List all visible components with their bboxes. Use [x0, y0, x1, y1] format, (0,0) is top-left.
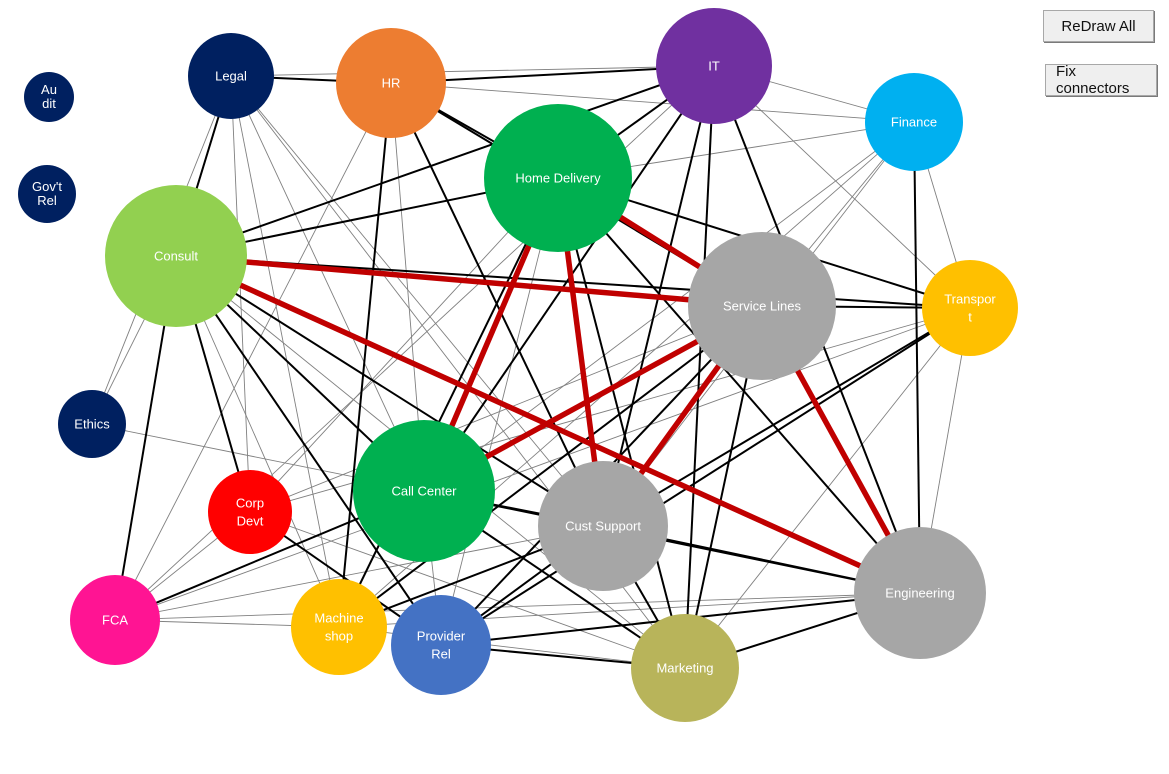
node-circle	[353, 420, 495, 562]
node-circle	[105, 185, 247, 327]
node-circle	[18, 165, 76, 223]
fix-connectors-button[interactable]: Fix connectors	[1045, 63, 1157, 97]
connector-hr-fca	[114, 82, 392, 621]
node-ethics[interactable]: Ethics	[58, 390, 126, 458]
connector-consult-providerrel	[175, 255, 442, 646]
connector-it-transport	[713, 65, 971, 309]
connector-legal-custsupport	[230, 75, 604, 527]
connector-legal-corpdevt	[230, 75, 251, 513]
connector-corpdevt-marketing	[249, 511, 686, 669]
connector-legal-machineshop	[230, 75, 340, 628]
connector-it-consult	[175, 65, 715, 257]
node-circle	[688, 232, 836, 380]
connector-finance-engineering	[913, 121, 921, 594]
node-label: t	[968, 310, 972, 325]
connector-fca-transport	[114, 307, 971, 621]
node-label: Cust Support	[565, 519, 641, 534]
node-circle	[208, 470, 292, 554]
node-circle	[58, 390, 126, 458]
node-callcenter[interactable]: Call Center	[353, 420, 495, 562]
node-transport[interactable]: Transpor t	[922, 260, 1018, 356]
node-label: Gov't	[32, 179, 62, 194]
node-label: Devt	[237, 514, 264, 529]
node-finance[interactable]: Finance	[865, 73, 963, 171]
connector-corpdevt-homedel	[249, 177, 559, 513]
node-servicelines[interactable]: Service Lines	[688, 232, 836, 380]
connector-servicelines-machineshop	[338, 305, 763, 628]
node-label: dit	[42, 96, 56, 111]
node-label: Rel	[37, 193, 57, 208]
node-label: Marketing	[656, 661, 713, 676]
node-label: shop	[325, 629, 353, 644]
node-circle	[291, 579, 387, 675]
node-label: Transpor	[944, 292, 996, 307]
node-machineshop[interactable]: Machine shop	[291, 579, 387, 675]
redraw-all-button[interactable]: ReDraw All	[1043, 10, 1154, 42]
node-it[interactable]: IT	[656, 8, 772, 124]
node-label: Engineering	[885, 586, 954, 601]
connector-legal-callcenter	[230, 75, 425, 492]
connector-corpdevt-servicelines	[249, 305, 763, 513]
connector-legal-it	[230, 65, 715, 77]
node-circle	[24, 72, 74, 122]
node-label: Finance	[891, 115, 937, 130]
node-label: Ethics	[74, 417, 110, 432]
connector-providerrel-homedel	[440, 177, 559, 646]
node-label: IT	[708, 59, 720, 74]
node-hr[interactable]: HR	[336, 28, 446, 138]
node-circle	[336, 28, 446, 138]
node-circle	[922, 260, 1018, 356]
node-legal[interactable]: Legal	[188, 33, 274, 119]
node-circle	[484, 104, 632, 252]
node-fca[interactable]: FCA	[70, 575, 160, 665]
node-consult[interactable]: Consult	[105, 185, 247, 327]
connector-hr-machineshop	[338, 82, 392, 628]
node-label: Rel	[431, 647, 451, 662]
node-label: Corp	[236, 496, 264, 511]
node-engineering[interactable]: Engineering	[854, 527, 986, 659]
node-label: Machine	[314, 611, 363, 626]
connector-homedel-marketing	[557, 177, 686, 669]
connector-homedel-engineering	[557, 177, 921, 594]
connector-consult-servicelines	[175, 253, 763, 309]
connector-it-marketing	[684, 65, 715, 669]
connector-transport-providerrel	[440, 307, 971, 646]
node-circle	[656, 8, 772, 124]
node-label: Home Delivery	[515, 171, 601, 186]
node-circle	[854, 527, 986, 659]
node-circle	[188, 33, 274, 119]
node-circle	[865, 73, 963, 171]
node-label: Legal	[215, 69, 247, 84]
node-label: Service Lines	[723, 299, 802, 314]
node-label: Au	[41, 82, 57, 97]
connector-hr-finance	[390, 82, 915, 123]
node-label: Call Center	[391, 484, 457, 499]
node-custsupport[interactable]: Cust Support	[538, 461, 668, 591]
node-marketing[interactable]: Marketing	[631, 614, 739, 722]
node-label: Provider	[417, 629, 466, 644]
node-homedel[interactable]: Home Delivery	[484, 104, 632, 252]
node-circle	[538, 461, 668, 591]
node-circle	[70, 575, 160, 665]
connector-homedel-machineshop	[338, 177, 559, 628]
node-label: Consult	[154, 249, 198, 264]
node-circle	[391, 595, 491, 695]
node-label: HR	[382, 76, 401, 91]
connector-custsupport-fca	[114, 525, 604, 621]
connector-fca-engineering	[114, 592, 921, 621]
node-circle	[631, 614, 739, 722]
connector-transport-custsupport	[602, 307, 971, 527]
node-label: FCA	[102, 613, 128, 628]
